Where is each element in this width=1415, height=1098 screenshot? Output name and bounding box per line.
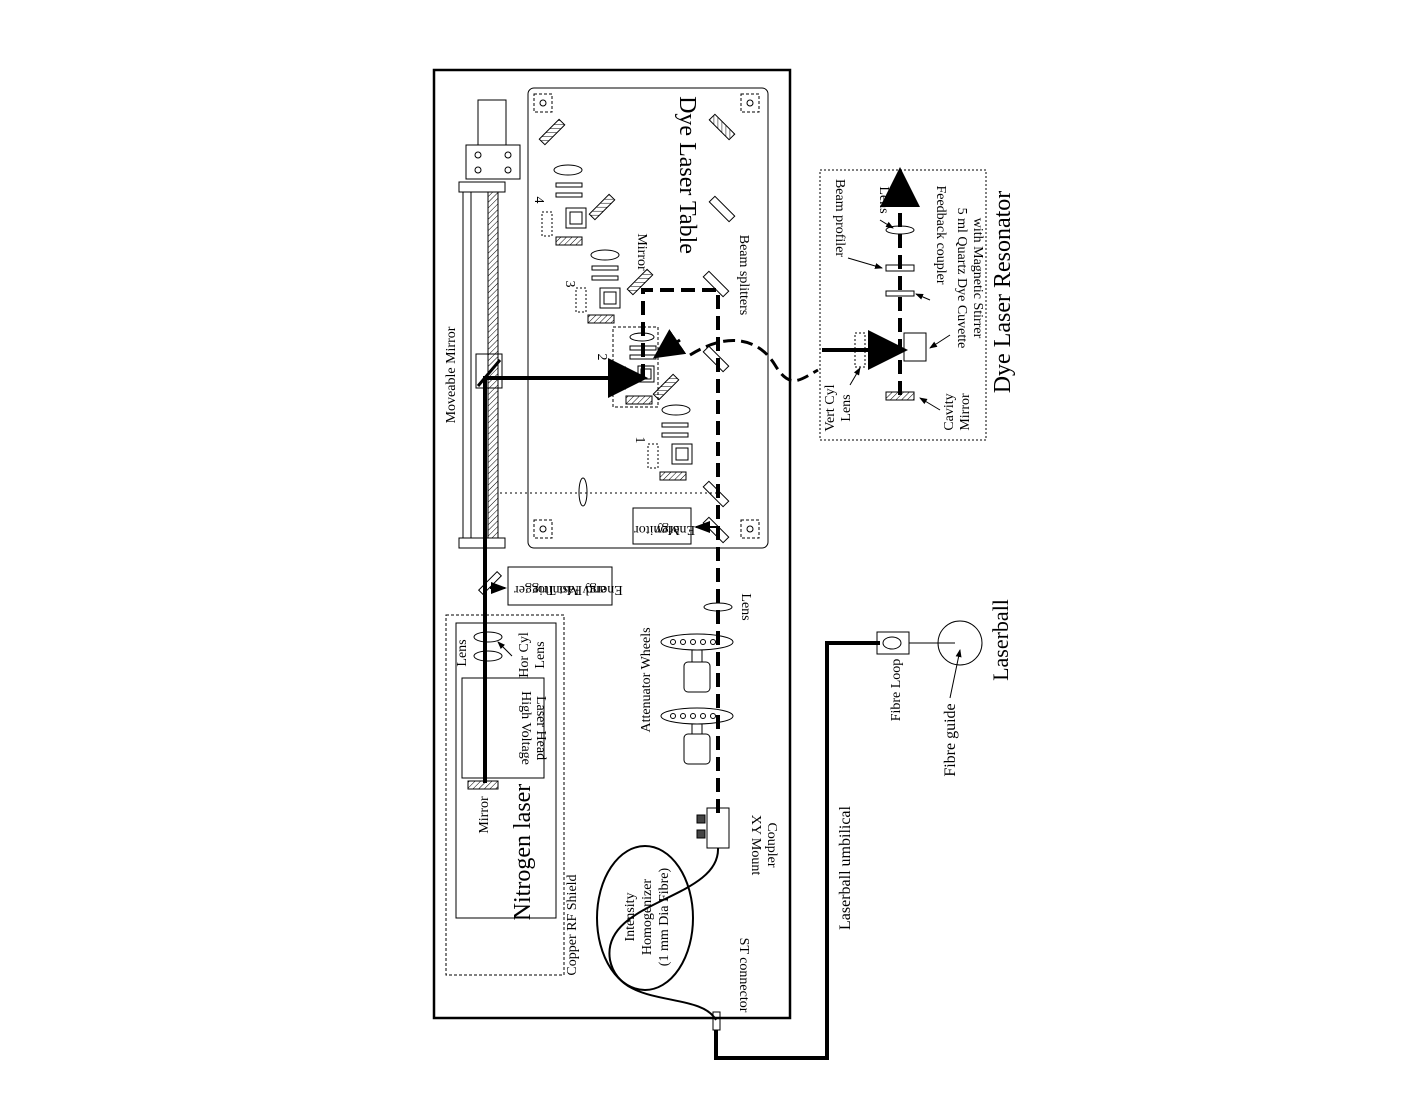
feedback-coupler	[885, 290, 915, 297]
vert-cyl-label-1: Vert Cyl	[823, 384, 838, 431]
resonator-link-beam	[689, 339, 819, 383]
resonator-title: Dye Laser Resonator	[990, 191, 1016, 394]
moveable-mirror-rail	[458, 99, 521, 549]
cuvette-label-2: with Magnetic Stirrer	[970, 218, 985, 339]
fast-trigger-splitter	[477, 570, 503, 596]
resonator-link-arrow	[653, 329, 687, 359]
copper-rf-label: Copper RF Shield	[565, 874, 580, 975]
moveable-mirror-label: Moveable Mirror	[444, 326, 459, 423]
st-connector	[712, 1011, 721, 1031]
attenuator-wheel-2	[660, 707, 734, 765]
beam-profiler-pointer	[847, 257, 883, 269]
dye-laser-table-label: Dye Laser Table	[674, 96, 700, 254]
fibre-guide-pointer	[949, 649, 962, 699]
beam-profiler-label: Beam profiler	[832, 179, 847, 257]
fibre-loop-box	[876, 631, 910, 655]
copper-rf-shield	[445, 614, 565, 976]
cavity-mirror	[885, 391, 915, 401]
homogenizer-fibre	[608, 847, 720, 1021]
attenuator-wheel-1	[660, 633, 734, 693]
beam-profiler	[885, 264, 915, 272]
energy-monitor-box	[632, 507, 692, 545]
st-connector-label: ST connector	[736, 938, 751, 1013]
intensity-label-2: Homogenizer	[640, 879, 655, 956]
intensity-label-1: Intensity	[623, 893, 638, 942]
hor-cyl-pointer	[497, 641, 513, 657]
cuvette-pointer	[929, 334, 951, 349]
vert-cyl-lens	[854, 332, 866, 368]
fibre-loop	[882, 636, 902, 650]
laserball-label: Laserball	[988, 599, 1013, 681]
table-corner-mounts	[533, 93, 760, 539]
fast-trigger-box	[507, 566, 613, 606]
cell-number-3: 3	[562, 281, 577, 288]
cavity-label-1: Cavity	[942, 393, 957, 430]
vert-cyl-pointer	[849, 367, 861, 386]
fibre-loop-label: Fibre Loop	[889, 659, 904, 722]
vert-cyl-label-2: Lens	[839, 394, 854, 421]
feedback-pointer	[915, 293, 931, 301]
nitrogen-laser-label: Nitrogen laser	[510, 784, 536, 921]
hor-cyl-label-1: Hor Cyl	[517, 632, 532, 678]
nitrogen-laser-box	[455, 622, 557, 919]
xy-mount-coupler	[696, 807, 730, 849]
n2-mirror-label: Mirror	[477, 796, 492, 834]
table-lens	[578, 477, 588, 507]
resonator-lens-label: Lens	[876, 186, 891, 213]
energy-monitor-label-1: Energy	[655, 522, 695, 537]
cavity-pointer	[919, 397, 941, 411]
dye-cell-3	[575, 249, 621, 324]
lens-hor-label: Lens	[455, 639, 470, 666]
energy-monitor-label-2: Monitor	[634, 522, 680, 537]
dye-beam-path	[641, 288, 720, 820]
cell-number-1: 1	[632, 437, 647, 444]
hor-cyl-label-2: Lens	[533, 641, 548, 668]
resonator-lens-pointer	[879, 219, 894, 229]
hv-label-1: High Voltage	[518, 691, 533, 765]
cavity-label-2: Mirror	[958, 393, 973, 431]
laserball-umbilical	[714, 641, 880, 1060]
xy-label-1: XY Mount	[748, 815, 763, 876]
dye-cell-2	[612, 326, 659, 408]
enclosure-box	[432, 68, 792, 1020]
intensity-homogenizer	[596, 845, 694, 991]
resonator-lens	[885, 225, 915, 235]
fast-trigger-label-2: and Fast Trigger	[514, 582, 606, 597]
cell-number-4: 4	[531, 197, 546, 204]
dye-cell-4	[541, 164, 587, 246]
cuvette-label-1: 5 ml Quartz Dye Cuvette	[954, 208, 969, 349]
umbilical-label: Laserball umbilical	[837, 805, 854, 930]
attenuator-label: Attenuator Wheels	[639, 627, 654, 732]
dye-cell-1	[647, 404, 693, 481]
hv-label-2: Laser Head	[533, 696, 548, 760]
dye-laser-table	[527, 87, 769, 549]
cell-number-2: 2	[594, 354, 609, 361]
xy-label-2: Coupler	[764, 822, 779, 867]
intensity-label-3: (1 mm Dia Fibre)	[657, 867, 672, 966]
mirror-top-label: Mirror	[634, 233, 649, 271]
table-mirrors	[538, 113, 736, 544]
dye-cuvette	[903, 332, 927, 362]
beam-splitters-label: Beam splitters	[736, 235, 751, 316]
fast-trigger-label-1: Energy Monitor	[533, 582, 623, 597]
hor-cyl-lens-2	[473, 650, 503, 662]
laser-head-box	[461, 677, 545, 779]
resonator-box	[819, 169, 987, 441]
feedback-label: Feedback coupler	[933, 185, 948, 284]
beam-lens	[703, 602, 733, 612]
fibre-guide-label: Fibre guide	[942, 703, 959, 776]
laserball	[937, 620, 983, 666]
hor-cyl-lens-1	[473, 631, 503, 643]
beam-lens-label: Lens	[738, 593, 753, 620]
